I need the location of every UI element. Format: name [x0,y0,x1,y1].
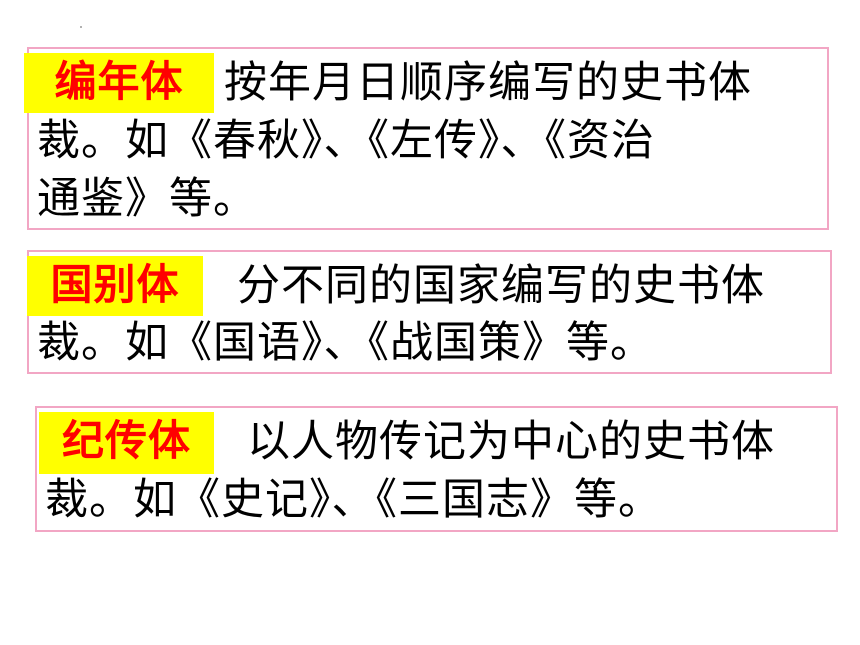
term-label: 国别体 [50,260,180,309]
term-highlight: 编年体 [24,53,214,113]
definition-line-2: 裁。如《春秋》、《左传》、《资治 [37,116,655,166]
speck-mark [80,26,82,28]
term-highlight: 纪传体 [39,412,214,474]
card-biannian: 编年体 按年月日顺序编写的史书体 裁。如《春秋》、《左传》、《资治 通鉴》等。 [24,47,829,230]
definition-line-2: 裁。如《国语》、《战国策》等。 [37,318,654,368]
card-guobie: 国别体 分不同的国家编写的史书体 裁。如《国语》、《战国策》等。 [27,250,832,374]
definition-line-3: 通鉴》等。 [37,174,257,224]
definition-line-2: 裁。如《史记》、《三国志》等。 [45,475,662,525]
term-label: 编年体 [54,57,184,106]
definition-line-1: 分不同的国家编写的史书体 [237,261,765,311]
card-jizhuan: 纪传体 以人物传记为中心的史书体 裁。如《史记》、《三国志》等。 [35,406,838,532]
definition-line-1: 以人物传记为中心的史书体 [247,417,775,467]
definition-line-1: 按年月日顺序编写的史书体 [224,58,752,108]
term-label: 纪传体 [61,416,191,465]
term-highlight: 国别体 [27,256,203,316]
